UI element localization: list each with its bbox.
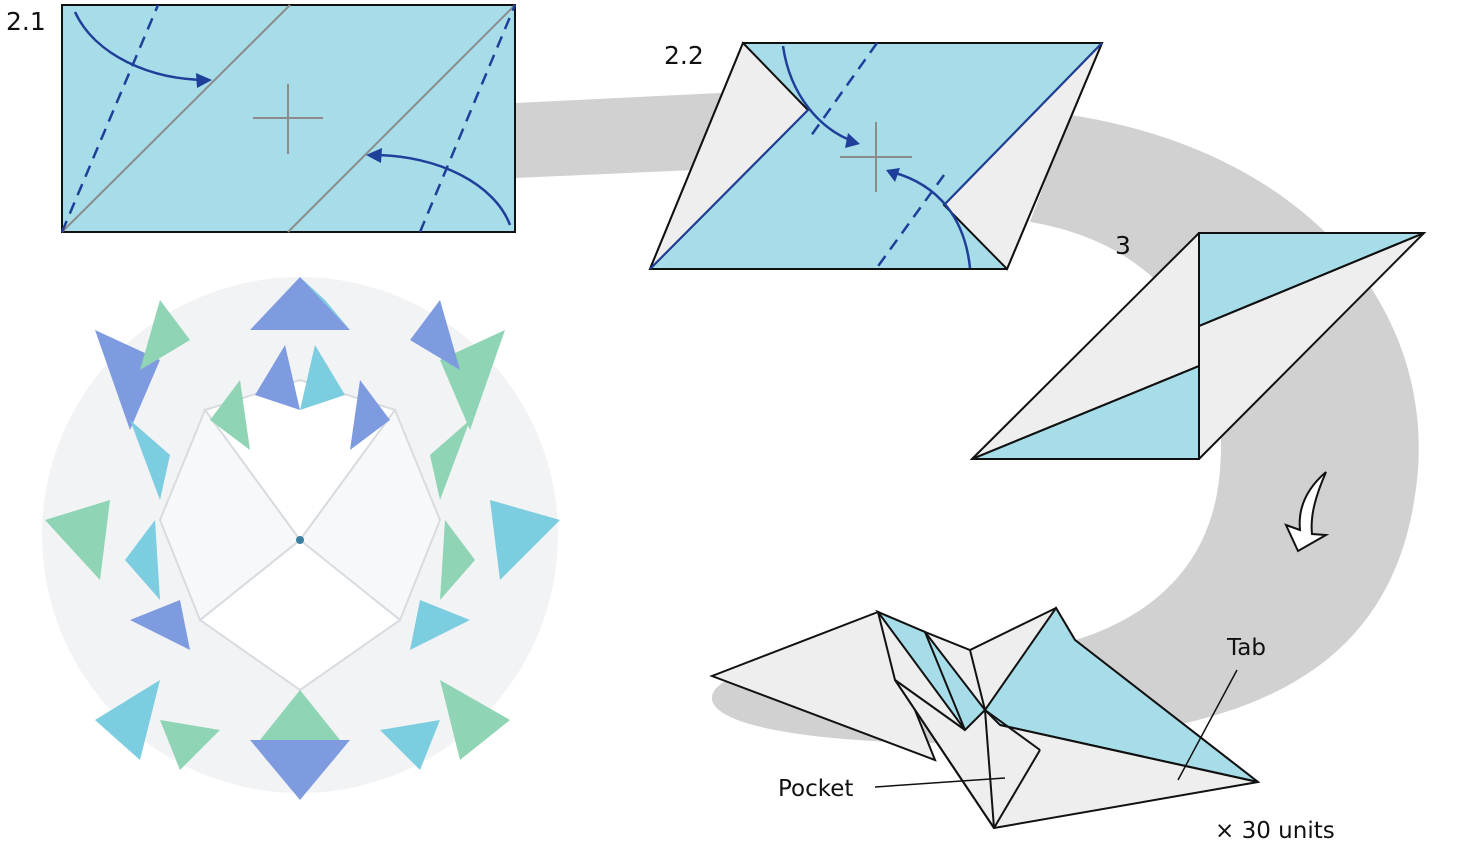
turn-over-arrow-icon xyxy=(1284,471,1330,553)
kusudama-flower-center xyxy=(125,345,475,740)
step-2-1-diagram: 2.1 xyxy=(6,4,517,233)
plus-crease-icon xyxy=(840,122,912,192)
finished-unit-diagram: Tab Pocket × 30 units xyxy=(709,606,1335,844)
step-2-2-label: 2.2 xyxy=(664,41,704,70)
fold-arrow-icon xyxy=(891,170,972,269)
plus-crease-icon xyxy=(253,84,323,154)
step-3-diagram: 3 xyxy=(969,231,1427,460)
fold-arrow-icon xyxy=(371,153,512,226)
step-2-2-diagram: 2.2 xyxy=(648,41,1104,271)
tab-label: Tab xyxy=(1226,635,1266,661)
unit-count-label: × 30 units xyxy=(1215,818,1335,844)
kusudama-photo xyxy=(42,277,560,800)
pocket-leader-line xyxy=(874,777,1006,788)
fold-arrow-icon xyxy=(73,11,209,82)
step-2-1-label: 2.1 xyxy=(6,7,46,36)
fold-arrow-icon xyxy=(781,45,856,144)
pocket-label: Pocket xyxy=(778,776,853,802)
step-3-label: 3 xyxy=(1115,231,1131,260)
kusudama-outer-petals xyxy=(45,277,560,800)
tab-leader-line xyxy=(1177,669,1238,781)
